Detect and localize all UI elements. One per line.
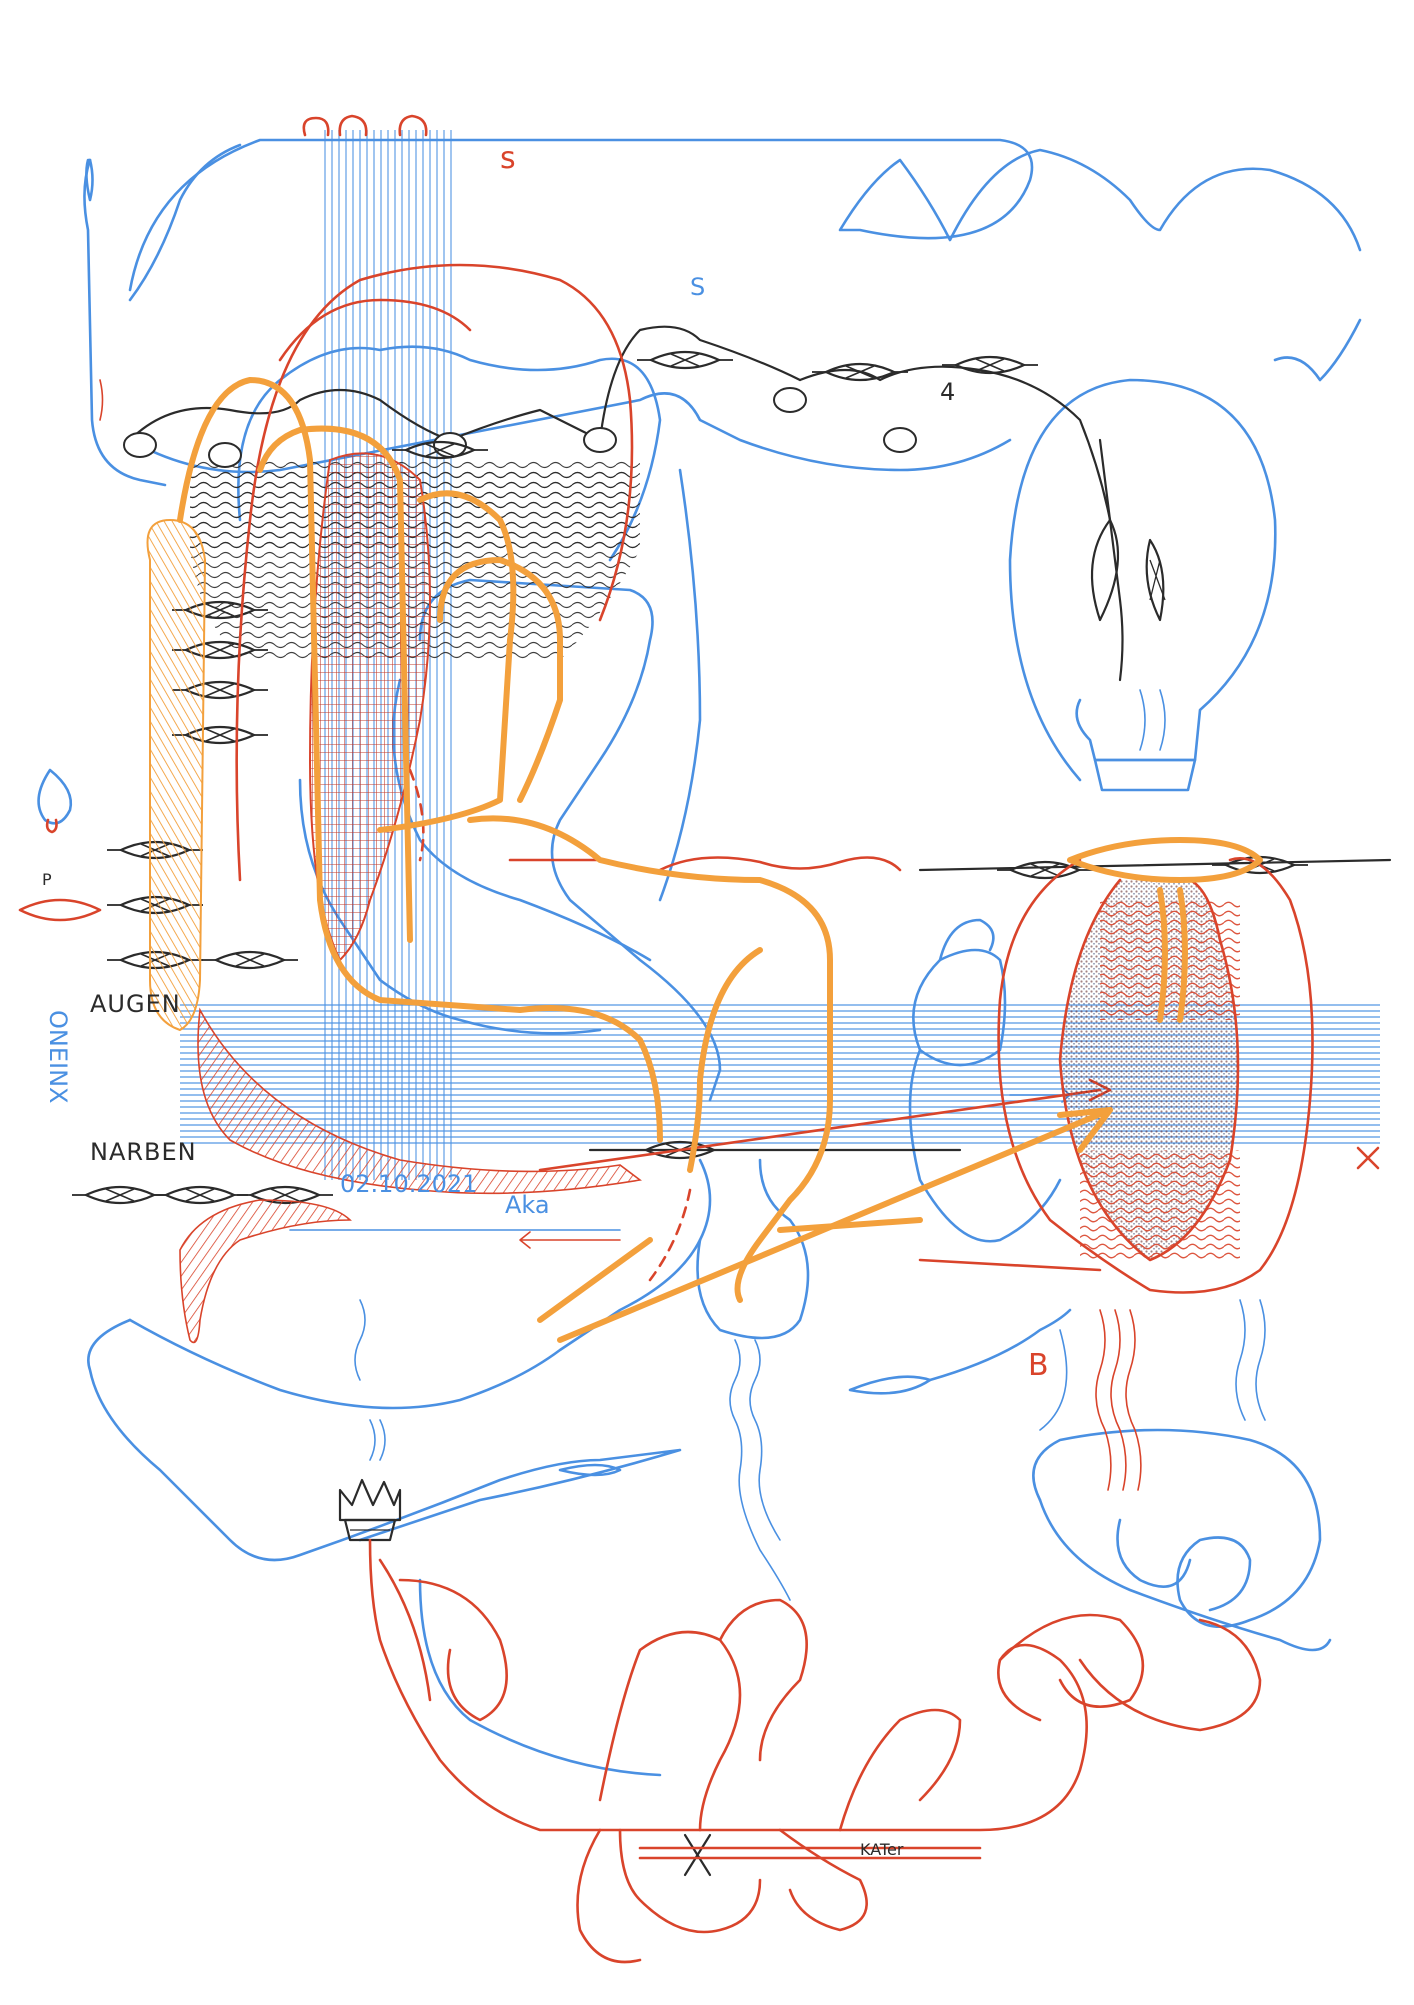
label-signature: Aka bbox=[505, 1191, 550, 1219]
crown-icon bbox=[338, 1478, 402, 1542]
label-s-mid: S bbox=[690, 273, 705, 301]
label-s-top: s bbox=[500, 141, 516, 176]
drop-icon bbox=[45, 818, 58, 834]
label-narben: NARBEN bbox=[90, 1138, 197, 1166]
text-labels: AUGEN NARBEN ONEINX 02.10.2021 Aka KATer… bbox=[42, 141, 1049, 1859]
label-augen: AUGEN bbox=[90, 990, 181, 1018]
label-b: B bbox=[1028, 1348, 1049, 1383]
label-number-four: 4 bbox=[940, 378, 956, 406]
label-kater: KATer bbox=[860, 1840, 904, 1859]
label-p: P bbox=[42, 870, 52, 889]
label-date: 02.10.2021 bbox=[340, 1170, 477, 1198]
orange-line-layer bbox=[146, 377, 1263, 1343]
label-vertical-word: ONEINX bbox=[44, 1010, 72, 1103]
red-line-layer bbox=[18, 114, 1380, 1964]
cross-mark-icon bbox=[683, 1833, 712, 1877]
